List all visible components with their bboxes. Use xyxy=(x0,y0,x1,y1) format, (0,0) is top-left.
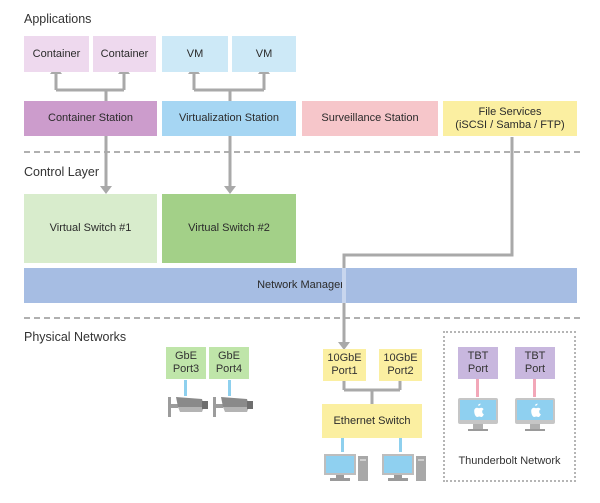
gbe-port4: GbE Port4 xyxy=(209,347,249,379)
desktop-pc-icon xyxy=(324,454,368,481)
tengbe-port2-type: 10GbE xyxy=(383,352,418,364)
container-app-1: Container xyxy=(24,36,89,72)
separator-applications-control xyxy=(24,151,580,153)
tengbe-port2-name: Port2 xyxy=(387,365,414,377)
arrowhead-switch2 xyxy=(224,186,236,194)
pc-link-2 xyxy=(399,438,402,452)
desktop-pc-icon xyxy=(382,454,426,481)
section-physical-networks: Physical Networks xyxy=(24,330,127,344)
tbt-link-1 xyxy=(476,379,479,397)
virtual-switch-2: Virtual Switch #2 xyxy=(162,194,296,263)
tengbe-port1-name: Port1 xyxy=(331,365,358,377)
camera-link-2 xyxy=(228,380,231,396)
imac-icon xyxy=(458,398,498,431)
tbt-port2-type: TBT xyxy=(524,350,546,362)
section-control-layer: Control Layer xyxy=(24,165,100,179)
tbt-port2-name: Port xyxy=(524,363,546,375)
imac-icon xyxy=(515,398,555,431)
tengbe-port1: 10GbE Port1 xyxy=(323,349,366,381)
surveillance-station: Surveillance Station xyxy=(302,101,438,136)
security-camera-icon xyxy=(213,397,253,417)
gbe-port4-type: GbE xyxy=(217,350,240,362)
vm-app-2: VM xyxy=(232,36,296,72)
network-manager: Network Manager xyxy=(24,268,577,303)
file-services: File Services (iSCSI / Samba / FTP) xyxy=(443,101,577,136)
connector-through-network-manager xyxy=(342,268,346,303)
gbe-port3-type: GbE xyxy=(174,350,197,362)
container-app-2: Container xyxy=(93,36,156,72)
tbt-port-2: TBT Port xyxy=(515,347,555,379)
gbe-port3: GbE Port3 xyxy=(166,347,206,379)
tengbe-port2: 10GbE Port2 xyxy=(379,349,422,381)
virtualization-station: Virtualization Station xyxy=(162,101,296,136)
ethernet-switch: Ethernet Switch xyxy=(322,404,422,438)
arrowhead-switch1 xyxy=(100,186,112,194)
camera-link-1 xyxy=(184,380,187,396)
separator-control-physical xyxy=(24,317,580,319)
tbt-link-2 xyxy=(533,379,536,397)
security-camera-icon xyxy=(168,397,208,417)
tbt-port1-name: Port xyxy=(467,363,489,375)
pc-link-1 xyxy=(341,438,344,452)
arrowhead-port1 xyxy=(338,342,350,350)
connector-fileservices-port1 xyxy=(342,137,514,348)
thunderbolt-network-group xyxy=(443,331,576,482)
gbe-port3-name: Port3 xyxy=(172,363,200,375)
tbt-port1-type: TBT xyxy=(467,350,489,362)
thunderbolt-network-label: Thunderbolt Network xyxy=(458,455,561,467)
gbe-port4-name: Port4 xyxy=(215,363,243,375)
file-services-protocols: (iSCSI / Samba / FTP) xyxy=(455,118,565,131)
file-services-title: File Services xyxy=(478,105,542,118)
section-applications: Applications xyxy=(24,12,92,26)
container-station: Container Station xyxy=(24,101,157,136)
vm-app-1: VM xyxy=(162,36,228,72)
virtual-switch-1: Virtual Switch #1 xyxy=(24,194,157,263)
tbt-port-1: TBT Port xyxy=(458,347,498,379)
tengbe-port1-type: 10GbE xyxy=(327,352,362,364)
